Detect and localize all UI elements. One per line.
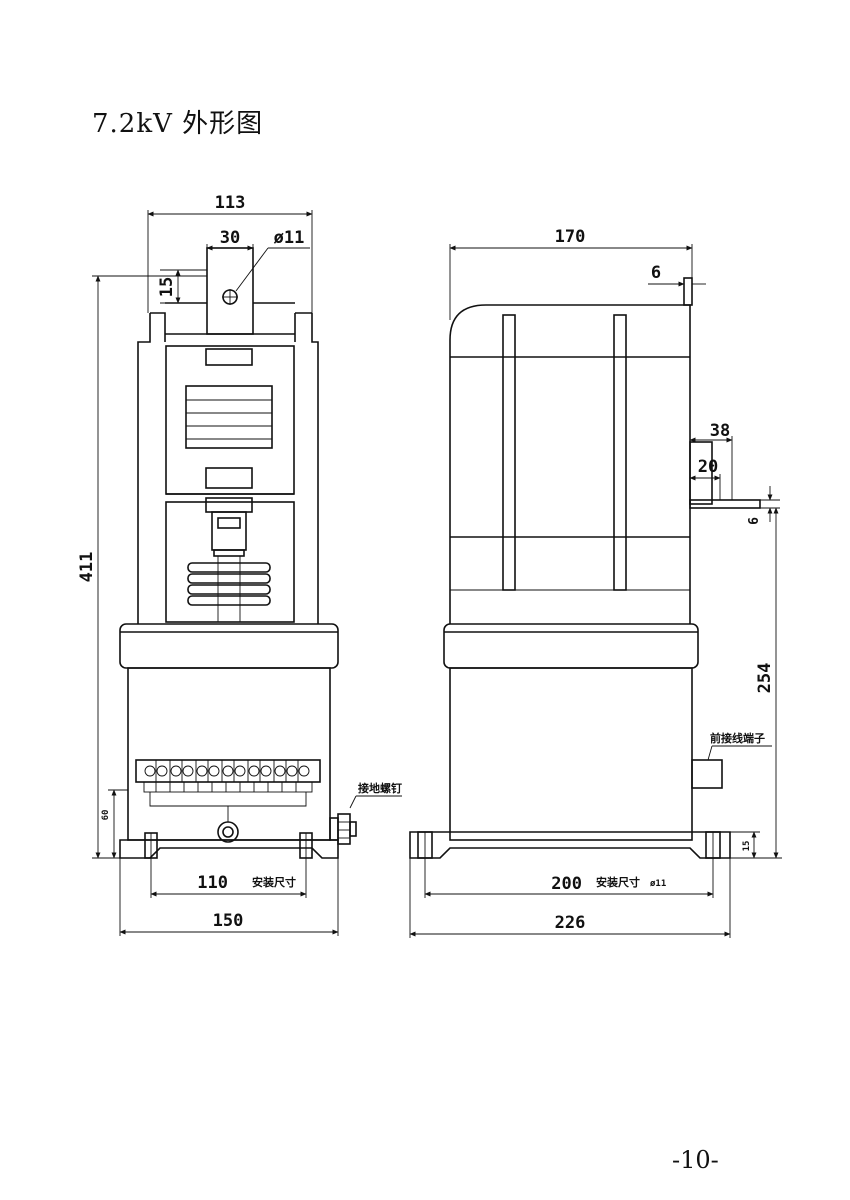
dim-side-terminal-inner: 20	[698, 457, 718, 477]
dim-side-terminal-height: 254	[755, 663, 775, 694]
front-frame-right-outer	[311, 313, 319, 624]
side-lower-body	[449, 667, 693, 841]
front-center-stud	[217, 821, 239, 843]
side-upper-body	[449, 304, 691, 624]
front-upper-core	[205, 348, 253, 366]
dim-front-hole: ø11	[274, 228, 305, 248]
dim-side-mount-spacing: 200	[551, 874, 582, 894]
side-lid	[443, 623, 699, 669]
dim-side-top-width: 170	[555, 227, 586, 247]
front-frame-left-outer	[137, 313, 151, 624]
side-top-plate	[683, 277, 693, 306]
front-lower-core	[205, 467, 253, 489]
dim-front-bracket-width: 30	[220, 228, 240, 248]
front-coil-frame	[165, 345, 295, 495]
dim-front-width-top: 113	[215, 193, 246, 213]
front-terminal-lugs	[143, 781, 313, 822]
side-terminal-bar	[689, 499, 761, 509]
front-terminal-screws	[144, 760, 310, 782]
front-spring	[187, 556, 271, 622]
dim-side-plate-thickness: 6	[651, 263, 661, 283]
label-front-mount-size: 安装尺寸	[252, 875, 296, 889]
front-terminal-block	[135, 759, 321, 783]
dim-side-base-width: 226	[555, 913, 586, 933]
dim-front-bottom-height: 60	[101, 810, 111, 821]
label-side-mount-size: 安装尺寸	[596, 875, 640, 889]
label-ground-screw: 接地螺钉	[358, 781, 402, 795]
page-number: -10-	[672, 1146, 719, 1174]
label-side-mount-hole: ø11	[650, 879, 666, 889]
front-coil	[185, 385, 273, 449]
dim-side-terminal-outer: 38	[710, 421, 730, 441]
page-title: 7.2kV 外形图	[92, 109, 264, 139]
side-base	[409, 831, 731, 859]
front-armature	[205, 497, 253, 513]
front-lower-frame	[165, 501, 295, 623]
front-lower-body	[127, 667, 331, 841]
front-view: 113 30 ø11 15 411 60 110 安装尺寸 150 接地螺钉	[77, 193, 402, 936]
dim-front-mount-spacing: 110	[197, 873, 228, 893]
label-front-terminal: 前接线端子	[710, 731, 765, 745]
front-frame-right-post	[294, 312, 312, 342]
side-front-terminal	[691, 759, 723, 789]
dim-side-terminal-thickness: 6	[747, 517, 762, 525]
side-view: 170 6 38 20 6 254 15 200 安装尺寸 ø11 226 前接…	[409, 227, 782, 938]
dim-side-base-thickness: 15	[742, 841, 752, 852]
front-frame-left-post	[150, 312, 166, 342]
dim-front-total-height: 411	[77, 552, 97, 583]
front-lid	[119, 623, 339, 669]
dim-front-base-width: 150	[213, 911, 244, 931]
dim-front-tab-height: 15	[157, 277, 177, 297]
